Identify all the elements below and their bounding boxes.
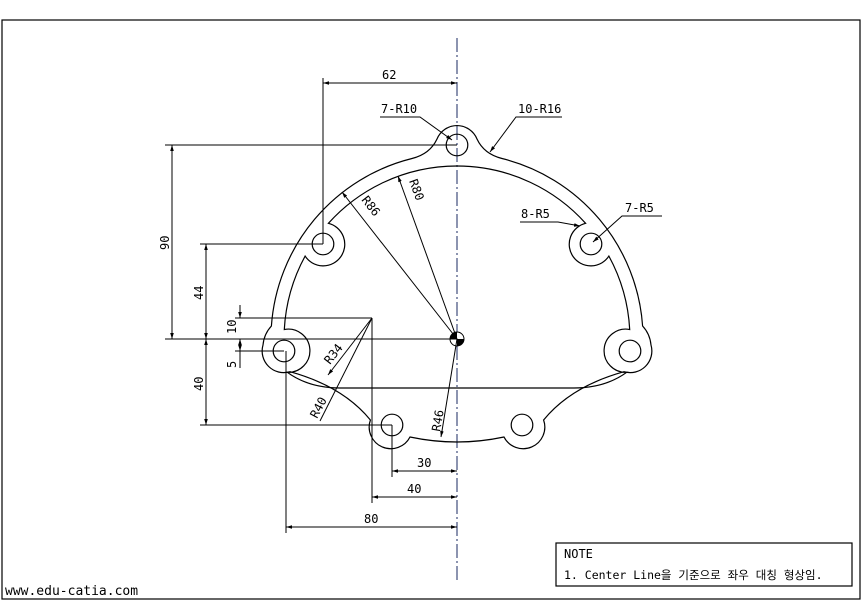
callout-8-r5: 8-R5 (521, 207, 550, 221)
outer-contour (261, 124, 653, 450)
dim-5: 5 (225, 361, 239, 368)
callout-10-r16: 10-R16 (518, 102, 561, 116)
callout-r80: R80 (406, 177, 427, 202)
dim-44: 44 (192, 286, 206, 300)
callout-r34: R34 (321, 341, 345, 367)
note-box: NOTE 1. Center Line을 기준으로 좌우 대칭 형상임. (555, 542, 853, 587)
callout-7-r10: 7-R10 (381, 102, 417, 116)
dim-62: 62 (382, 68, 396, 82)
inner-contour (283, 165, 631, 389)
callout-r40: R40 (307, 395, 330, 421)
hole-upper-right (579, 232, 603, 256)
note-line-1: 1. Center Line을 기준으로 좌우 대칭 형상임. (564, 568, 823, 582)
callout-r46: R46 (429, 409, 447, 433)
sheet-frame (1, 19, 861, 600)
callout-7-r5: 7-R5 (625, 201, 654, 215)
dim-90: 90 (158, 236, 172, 250)
callout-r86: R86 (359, 193, 383, 219)
dim-10: 10 (225, 320, 239, 334)
dim-40-vertical: 40 (192, 377, 206, 391)
dim-30: 30 (417, 456, 431, 470)
extension-lines (165, 78, 457, 533)
website-label: www.edu-catia.com (5, 584, 138, 599)
note-title: NOTE (564, 547, 593, 561)
dimension-lines (170, 81, 662, 529)
hole-right (618, 339, 642, 363)
dim-80: 80 (364, 512, 378, 526)
hole-bottom-right (510, 413, 534, 437)
dim-40-horizontal: 40 (407, 482, 421, 496)
